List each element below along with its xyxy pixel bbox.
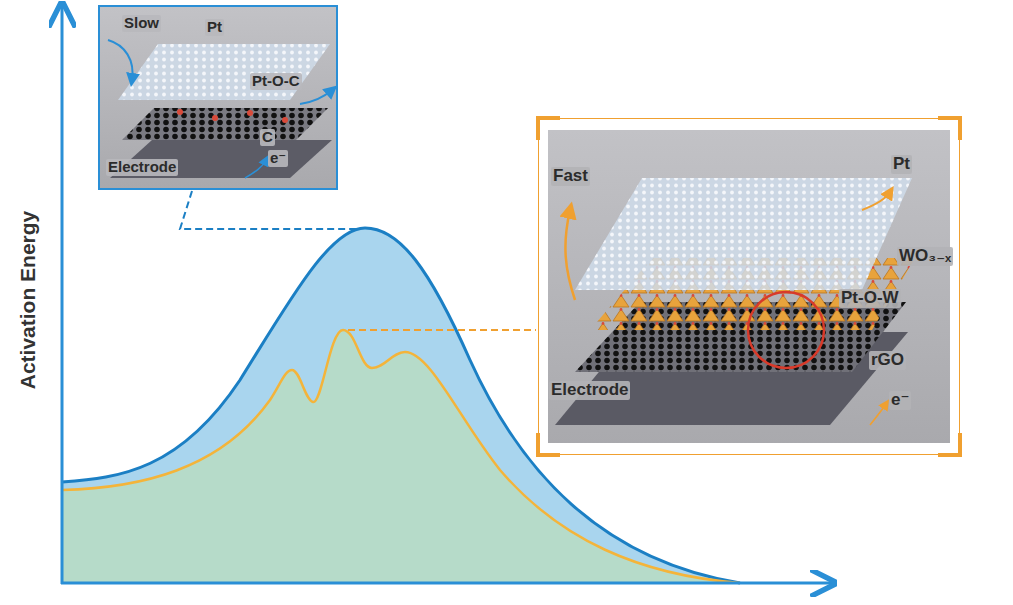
inset-label: e⁻ — [889, 391, 911, 410]
inset-label: Fast — [551, 167, 590, 186]
inset-label: WO₃₋ₓ — [897, 247, 953, 266]
inset-label: rGO — [869, 351, 906, 370]
axis-title: Activation Energy — [16, 211, 40, 390]
y-axis — [61, 6, 64, 584]
orange-leader — [348, 329, 536, 331]
blue-leader — [180, 191, 360, 229]
x-axis — [61, 582, 832, 585]
inset-label: Electrode — [549, 381, 630, 400]
inset-label: C — [260, 129, 275, 146]
inset-label: Pt — [205, 19, 224, 36]
fast-inset-panel: Fast PtWO₃₋ₓPt-O-W rGO Electrode e⁻ — [538, 118, 960, 455]
slow-inset-panel: Slow PtPt-O-C C Electrode e⁻ — [98, 5, 338, 190]
inset-label: Slow — [122, 15, 161, 32]
inset-label: e⁻ — [268, 150, 288, 167]
slow-inset-art — [100, 7, 336, 188]
inset-label: Electrode — [106, 159, 178, 176]
inset-label: Pt — [891, 155, 912, 174]
fast-inset-art — [538, 118, 960, 455]
inset-label: Pt-O-C — [250, 73, 302, 90]
inset-label: Pt-O-W — [839, 289, 901, 308]
